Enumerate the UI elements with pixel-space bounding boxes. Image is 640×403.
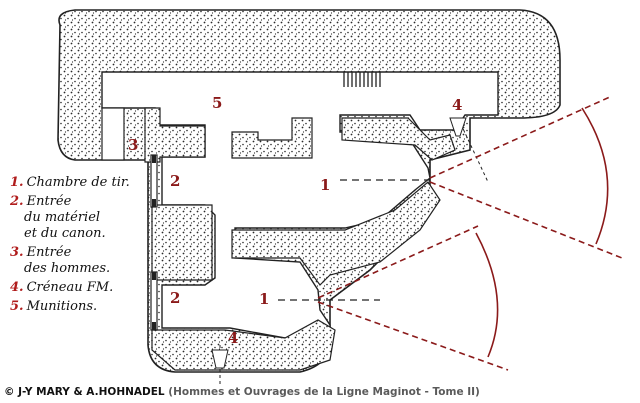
legend-text: et du canon. xyxy=(24,226,106,241)
legend-number: 5. xyxy=(10,299,24,314)
legend-number: 2. xyxy=(10,194,24,209)
label-embrasure-1-lower: 1 xyxy=(259,290,269,308)
credit-source: (Hommes et Ouvrages de la Ligne Maginot … xyxy=(168,386,480,398)
legend-number: 4. xyxy=(10,280,24,295)
legend: 1.Chambre de tir. 2.Entrée du matériel e… xyxy=(10,175,160,318)
wall-embrasure-lower xyxy=(231,181,441,286)
legend-item-4: 4.Créneau FM. xyxy=(10,280,160,296)
stair-grate xyxy=(343,72,381,87)
wall-middle xyxy=(151,204,213,281)
legend-text: Créneau FM. xyxy=(26,280,114,295)
field-of-fire-upper xyxy=(429,95,623,259)
label-room-5: 5 xyxy=(212,94,222,112)
legend-text: du matériel xyxy=(24,210,101,225)
loophole-right-icon xyxy=(449,117,467,137)
label-entry-2-upper: 2 xyxy=(170,172,180,190)
label-loophole-4-bottom: 4 xyxy=(228,329,238,347)
pillar-right xyxy=(341,117,456,161)
label-entry-2-lower: 2 xyxy=(170,289,180,307)
legend-item-1: 1.Chambre de tir. xyxy=(10,175,160,191)
legend-item-5: 5.Munitions. xyxy=(10,299,160,315)
copyright-credit: © J-Y MARY & A.HOHNADEL (Hommes et Ouvra… xyxy=(4,386,480,398)
legend-number: 1. xyxy=(10,175,24,190)
legend-text: Entrée xyxy=(26,245,72,260)
legend-text: Chambre de tir. xyxy=(26,175,130,190)
legend-number: 3. xyxy=(10,245,24,260)
door-upper xyxy=(150,154,158,208)
label-room-3: 3 xyxy=(128,136,138,154)
legend-text: Munitions. xyxy=(26,299,98,314)
loophole-bottom-icon xyxy=(211,349,229,369)
pillar-left xyxy=(144,107,206,163)
credit-authors: © J-Y MARY & A.HOHNADEL xyxy=(4,386,165,398)
legend-text: des hommes. xyxy=(24,261,111,276)
wall-bottom-block xyxy=(151,319,336,371)
field-of-fire-lower xyxy=(317,225,509,371)
door-lower xyxy=(150,271,158,331)
label-loophole-4-right: 4 xyxy=(452,96,462,114)
legend-item-3: 3.Entrée des hommes. xyxy=(10,245,160,277)
label-embrasure-1-upper: 1 xyxy=(320,176,330,194)
legend-item-2: 2.Entrée du matériel et du canon. xyxy=(10,194,160,242)
legend-text: Entrée xyxy=(26,194,72,209)
pillar-center xyxy=(231,117,313,159)
room-men-entrance xyxy=(101,107,125,161)
